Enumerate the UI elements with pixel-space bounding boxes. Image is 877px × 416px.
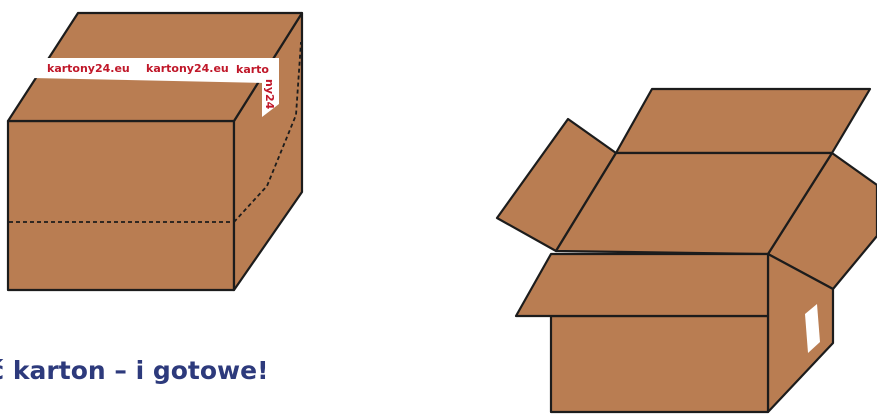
tape-label-2: kartony24.eu xyxy=(146,62,229,75)
tape-label-3: karto xyxy=(236,63,269,76)
tape-label-side: ny24 xyxy=(263,79,276,110)
tape-label-1: kartony24.eu xyxy=(47,62,130,75)
caption: cić karton – i gotowe! xyxy=(0,356,269,386)
open-box-back-flap xyxy=(616,89,870,153)
open-box xyxy=(497,89,877,412)
closed-box-front-face xyxy=(8,121,234,290)
open-box-front-face xyxy=(551,316,768,412)
open-box-front-flap xyxy=(516,254,768,316)
closed-box: kartony24.eu kartony24.eu karto ny24 xyxy=(8,13,302,290)
